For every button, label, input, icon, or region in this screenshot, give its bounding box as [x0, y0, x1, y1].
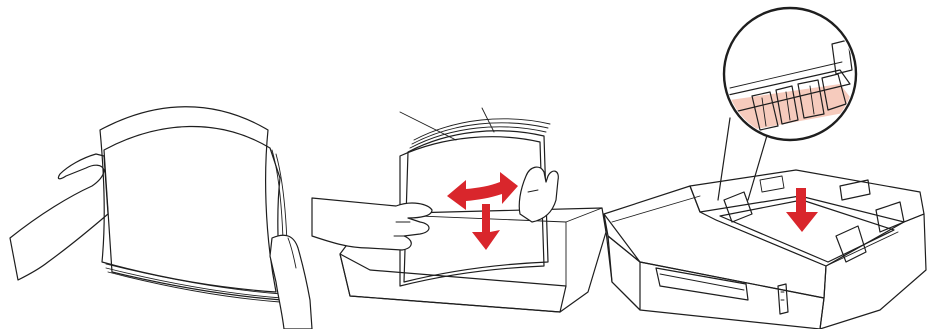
step-fan-paper [10, 107, 312, 329]
step-align-paper [312, 108, 606, 312]
paper-stack-icon [100, 107, 288, 302]
paper-tray-icon [604, 170, 926, 329]
left-hand-icon [10, 154, 108, 280]
down-arrow-icon [786, 188, 818, 232]
step-load-tray [604, 8, 926, 329]
right-hand-holding-icon [519, 167, 558, 222]
left-hand-holding-icon [312, 198, 432, 250]
right-hand-icon [270, 235, 312, 329]
magnified-paper-guide-icon [724, 8, 860, 140]
